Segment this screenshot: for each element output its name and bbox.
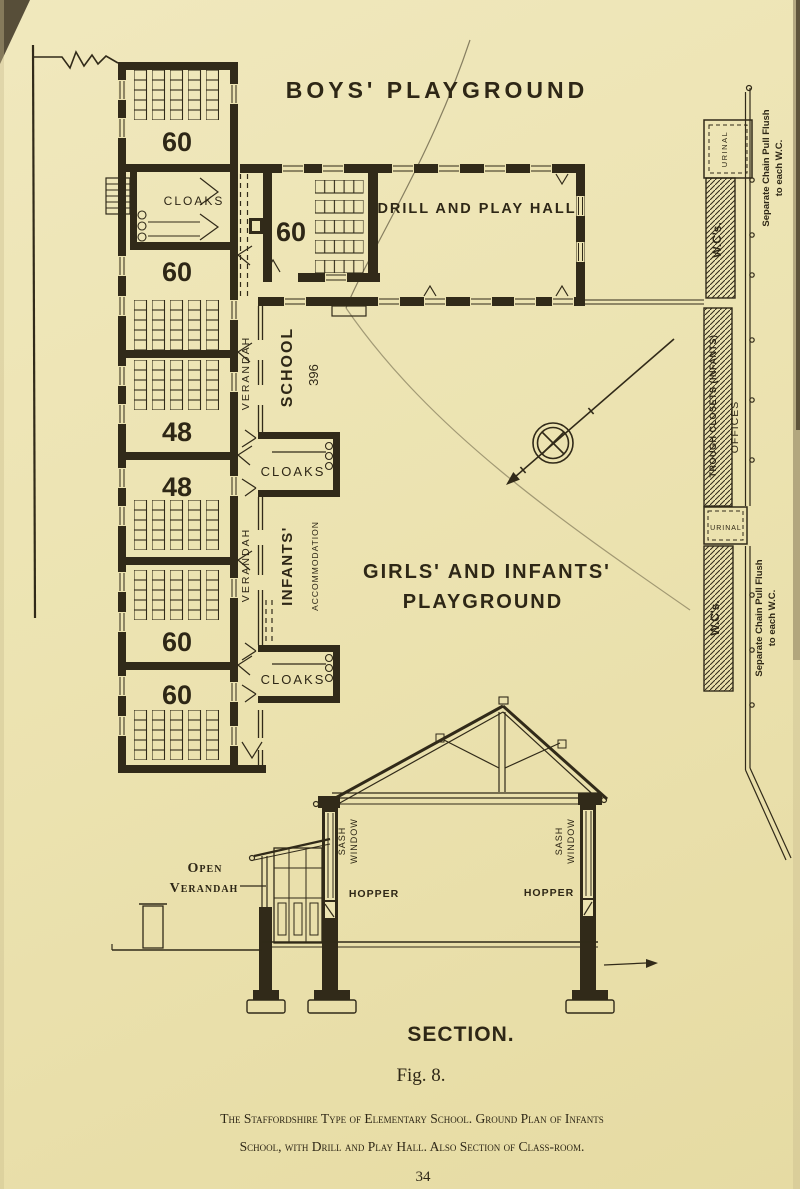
paper-crease-marks	[345, 39, 691, 611]
sash-window-label: WINDOW	[566, 818, 576, 864]
cloaks-label: CLOAKS	[261, 464, 326, 479]
door-swings	[237, 245, 263, 760]
desk-rows	[134, 70, 219, 760]
infants-trough-closets	[703, 302, 755, 507]
cloaks-label: CLOAKS	[261, 672, 326, 687]
desk-rows	[315, 180, 364, 273]
classroom-number: 60	[162, 257, 192, 287]
page-number: 34	[416, 1169, 432, 1185]
wing-cloaks-details	[105, 177, 220, 242]
girls-playground-label: PLAYGROUND	[403, 591, 563, 613]
cloaks-label: CLOAKS	[164, 194, 225, 208]
school-hall	[238, 296, 585, 773]
section-title: SECTION.	[407, 1023, 514, 1046]
figure-number: Fig. 8.	[396, 1065, 445, 1086]
sash-window-label: SASH	[337, 827, 347, 856]
school-hall-label: SCHOOL	[279, 327, 296, 407]
flush-note: to each W.C.	[767, 590, 778, 646]
girls-playground-label: GIRLS' AND INFANTS'	[363, 561, 611, 583]
open-verandah-label: Open	[188, 861, 223, 876]
site-boundary	[31, 44, 119, 619]
classroom-top-number: 60	[276, 217, 306, 247]
hopper-label: HOPPER	[524, 887, 574, 899]
offices-label: OFFICES	[729, 401, 741, 454]
urinal-label: URINAL	[710, 525, 742, 532]
hall-door-swings	[265, 173, 569, 297]
boys-playground-label: BOYS' PLAYGROUND	[286, 77, 589, 103]
urinal-label: URINAL	[720, 131, 729, 168]
verandah-structure	[139, 837, 331, 990]
classroom-number: 48	[162, 472, 192, 502]
verandah-label: VERANDAH	[240, 528, 252, 602]
wc-label: W.C's.	[710, 222, 724, 258]
sash-window-label: SASH	[554, 827, 564, 856]
verandah-dashed-lines	[239, 174, 273, 648]
girls-sanitary-block	[703, 506, 792, 861]
caption-line: The Staffordshire Type of Elementary Sch…	[220, 1111, 603, 1126]
classroom-section: Open Verandah SASH WINDOW SASH WINDOW HO…	[111, 696, 658, 1046]
playground-fence	[585, 299, 704, 305]
wc-label: W.C's.	[708, 600, 722, 636]
classroom-number: 60	[162, 627, 192, 657]
cloaks-room-upper	[241, 429, 340, 497]
classroom-number: 60	[162, 680, 192, 710]
boys-sanitary-block	[703, 84, 755, 302]
figure-caption: Fig. 8. The Staffordshire Type of Elemen…	[220, 1065, 603, 1185]
hopper-label: HOPPER	[349, 888, 399, 900]
ground-plan: BOYS' PLAYGROUND DRILL AND PLAY HALL 60 …	[31, 44, 792, 861]
drill-hall-label: DRILL AND PLAY HALL	[377, 201, 576, 217]
section-walls	[318, 793, 602, 990]
flush-note: to each W.C.	[774, 140, 785, 196]
classroom-number: 48	[162, 417, 192, 447]
flush-note: Separate Chain Pull Flush	[754, 559, 765, 676]
hopper-vent-left	[325, 902, 335, 918]
classroom-wing	[105, 62, 263, 773]
infants-accommodation-label: ACCOMMODATION	[310, 521, 320, 611]
trough-closets-label: TROUGH CLOSETS (INFANTS)	[708, 335, 718, 478]
roof-truss	[312, 696, 608, 808]
caption-line: School, with Drill and Play Hall. Also S…	[240, 1139, 585, 1154]
open-verandah-label: Verandah	[170, 881, 239, 896]
floor-and-foundations	[111, 941, 658, 1014]
infants-label: INFANTS'	[279, 526, 296, 606]
north-compass-icon	[506, 338, 675, 485]
sash-window-label: WINDOW	[349, 818, 359, 864]
drill-hall-block	[240, 163, 585, 306]
school-capacity: 396	[306, 364, 321, 386]
cloaks-room-lower	[241, 642, 340, 703]
verandah-label: VERANDAH	[240, 336, 252, 410]
flush-note: Separate Chain Pull Flush	[761, 109, 772, 226]
classroom-number: 60	[162, 127, 192, 157]
